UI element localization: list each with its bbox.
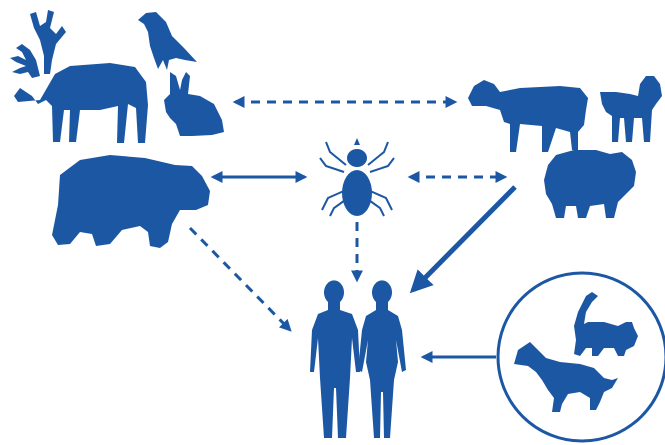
goat-icon (600, 76, 662, 142)
cow-icon (468, 80, 588, 152)
rabbit-icon (164, 72, 224, 136)
human-female-icon (358, 280, 406, 438)
wildlife-group (10, 10, 224, 248)
bear-icon (52, 155, 210, 248)
sheep-icon (544, 150, 636, 218)
arrow-bear-humans (190, 228, 290, 330)
arrow-livestock-humans (413, 187, 515, 290)
pets-group (498, 273, 665, 441)
raven-icon (138, 12, 197, 70)
tick-icon (320, 138, 394, 216)
human-male-icon (310, 280, 360, 438)
livestock-group (468, 76, 662, 218)
reindeer-icon (10, 10, 148, 143)
humans-group (310, 280, 406, 438)
